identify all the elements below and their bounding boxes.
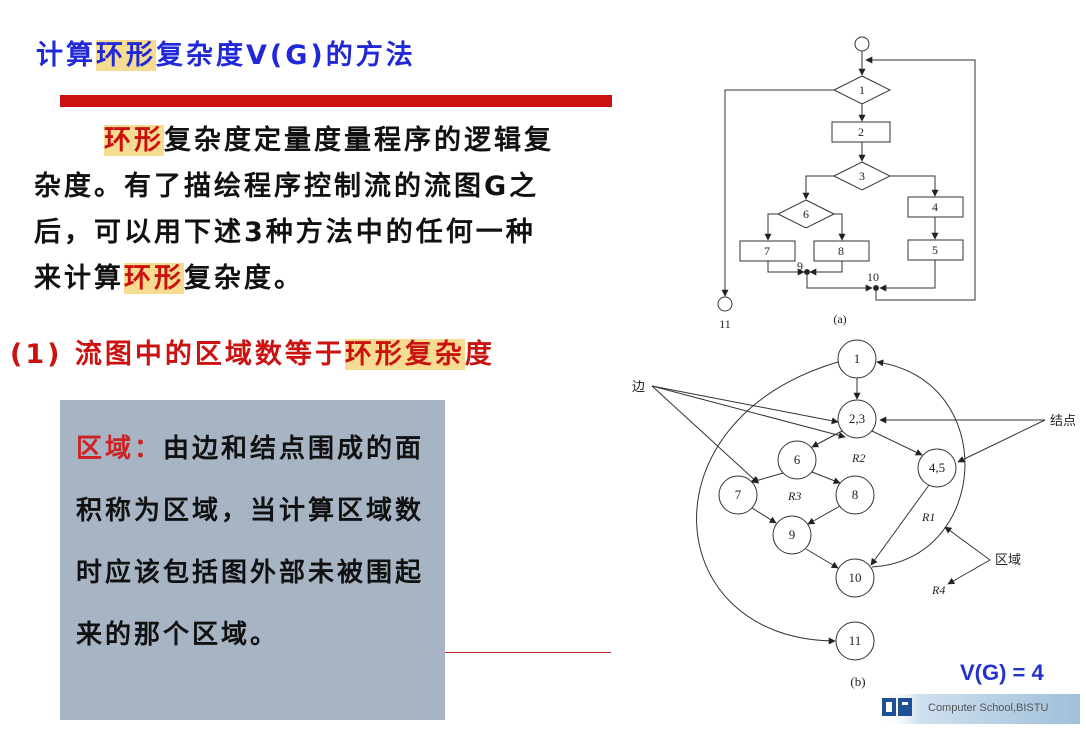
graph-node-8 xyxy=(835,475,875,515)
intro-paragraph: 环形复杂度定量度量程序的逻辑复杂度。有了描绘程序控制流的流图G之后，可以用下述3… xyxy=(34,125,554,294)
slide-title: 计算环形复杂度V(G)的方法 xyxy=(36,40,416,71)
graph-node-11 xyxy=(835,621,875,661)
fa-label-3: 3 xyxy=(859,169,865,183)
fb-label-8: 8 xyxy=(852,487,859,502)
end-node-11 xyxy=(717,296,733,312)
region-label-r4: R4 xyxy=(931,583,945,597)
school-logo xyxy=(880,694,1080,724)
region-annotation-label: 区域 xyxy=(995,552,1021,567)
fb-label-11: 11 xyxy=(849,633,862,648)
fa-label-11: 11 xyxy=(719,317,731,331)
title-underline-bar xyxy=(60,95,612,107)
fa-label-8: 8 xyxy=(838,244,844,258)
region-label-r3: R3 xyxy=(787,489,801,503)
fa-label-4: 4 xyxy=(932,200,938,214)
flow-graph-figure: 1 2 3 4 5 6 7 8 9 10 11 (a) 1 2,3 6 4,5 … xyxy=(632,36,1076,689)
region-label-r1: R1 xyxy=(921,510,935,524)
region-definition-text: 区域：由边和结点围成的面积称为区域，当计算区域数时应该包括图外部未被围起来的那个… xyxy=(76,434,425,650)
fa-label-7: 7 xyxy=(764,244,770,258)
fa-label-5: 5 xyxy=(932,243,938,257)
region-label-r2: R2 xyxy=(851,451,865,465)
figure-a-caption: (a) xyxy=(833,312,846,326)
fa-label-1: 1 xyxy=(859,83,865,97)
flowchart-process-2 xyxy=(831,121,891,143)
figure-b-caption: (b) xyxy=(850,674,865,689)
method-one-heading: (1) 流图中的区域数等于环形复杂度 xyxy=(10,339,495,370)
fb-label-4-5: 4,5 xyxy=(929,460,945,475)
fb-label-2-3: 2,3 xyxy=(849,411,865,426)
school-logo-text: Computer School,BISTU xyxy=(928,702,1049,714)
graph-node-10 xyxy=(835,558,875,598)
flowchart-decision-3 xyxy=(832,161,892,191)
start-node xyxy=(854,36,870,52)
graph-node-4-5 xyxy=(917,448,957,488)
edge-annotation-label: 边 xyxy=(632,379,645,394)
fb-label-10: 10 xyxy=(849,570,862,585)
fa-label-2: 2 xyxy=(858,125,864,139)
fb-label-7: 7 xyxy=(735,487,742,502)
fb-label-6: 6 xyxy=(794,452,801,467)
fa-label-9: 9 xyxy=(797,259,803,273)
node-annotation-label: 结点 xyxy=(1050,413,1076,428)
divider-line xyxy=(445,652,611,653)
fa-label-10: 10 xyxy=(867,270,879,284)
region-definition-box xyxy=(60,400,445,720)
flowchart-decision-6 xyxy=(776,199,836,229)
cyclomatic-result: V(G) = 4 xyxy=(960,660,1044,685)
fa-label-6: 6 xyxy=(803,207,809,221)
graph-node-7 xyxy=(718,475,758,515)
fb-label-1: 1 xyxy=(854,351,861,366)
graph-node-9 xyxy=(772,515,812,555)
fb-label-9: 9 xyxy=(789,527,796,542)
graph-node-6 xyxy=(777,440,817,480)
